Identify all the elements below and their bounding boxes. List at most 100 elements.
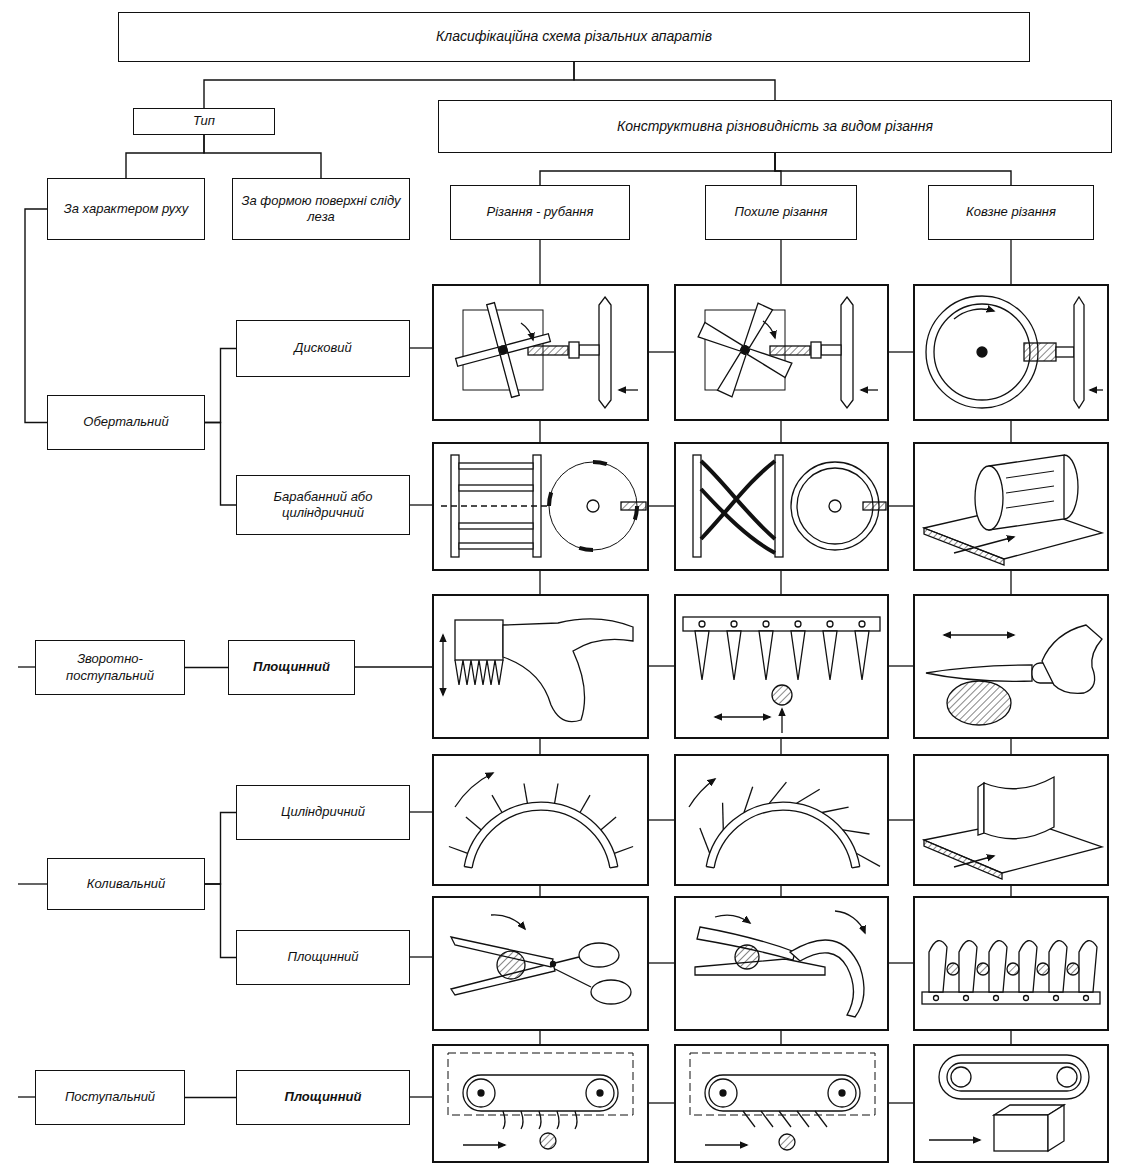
tree-connector [775, 153, 781, 185]
knife-bar-sketch [1007, 963, 1019, 975]
band-saw-sketch [1057, 1067, 1077, 1087]
knife-sketch [1042, 625, 1102, 693]
grid-line [1010, 570, 1011, 595]
knife-bar-sketch [964, 996, 969, 1001]
band-saw-sketch [929, 1139, 980, 1140]
disc-oblique-sketch [741, 346, 749, 354]
chain-chopping-sketch [539, 1111, 541, 1129]
drum-oblique-sketch [863, 502, 886, 510]
grid-line [355, 666, 433, 667]
grid-line [648, 962, 675, 963]
disc-chopping-sketch [528, 346, 568, 355]
scissors-sketch [551, 962, 556, 967]
segment-oblique-sketch [700, 828, 710, 853]
drum-sliding-sketch [1006, 486, 1054, 493]
drum-chopping-sketch [621, 502, 646, 510]
disc-chopping-sketch [619, 389, 638, 390]
disc-chopping-sketch [499, 346, 507, 354]
pruner-sketch [790, 940, 864, 1017]
drum-chopping-sketch [459, 463, 533, 469]
knife-sketch [944, 634, 1014, 635]
grid-line [780, 570, 781, 595]
knife-sketch [926, 665, 1032, 681]
drum-chopping-sketch [459, 543, 533, 549]
drum-oblique-sketch [775, 455, 783, 557]
tree-connector [205, 349, 236, 423]
scissors-sketch [491, 915, 525, 929]
band-saw-sketch [947, 1063, 1081, 1091]
disc-sliding-sketch [1056, 347, 1074, 357]
grid-line [888, 351, 914, 352]
disc-chopping-sketch [444, 291, 562, 409]
scissors-sketch [433, 897, 648, 1030]
chain-chopping-sketch [433, 1045, 648, 1162]
curved-blade-sketch [954, 856, 994, 867]
tree-connector [205, 813, 236, 885]
segment-chopping-sketch [455, 773, 493, 807]
grid-line [539, 570, 540, 595]
node-text: Зворотно- поступальний [43, 651, 177, 684]
grid-line [1010, 420, 1011, 443]
scissors-sketch [591, 980, 631, 1004]
curved-blade-sketch [914, 755, 1108, 885]
grid-line [410, 1096, 433, 1097]
chain-oblique-sketch [705, 1075, 860, 1111]
chain-chopping-sketch [448, 1053, 633, 1115]
node-text: Обертальний [83, 414, 168, 430]
chain-oblique-sketch [675, 1045, 888, 1162]
scissors-sketch [555, 957, 579, 963]
segment-chopping-sketch [464, 867, 472, 868]
clipper-sketch [455, 660, 503, 685]
band-saw-sketch [914, 1045, 1108, 1162]
segment-oblique-sketch [822, 807, 849, 812]
knife-bar-sketch [914, 897, 1108, 1030]
disc-chopping-sketch [433, 285, 648, 420]
shape-box: Дисковий [236, 320, 410, 377]
grid-line [18, 1096, 35, 1097]
disc-oblique-sketch [861, 389, 878, 390]
chain-oblique-sketch [779, 1134, 795, 1150]
disc-sliding-sketch [954, 309, 994, 319]
band-saw-sketch [994, 1115, 1048, 1151]
disc-oblique-sketch [841, 297, 853, 408]
group-heading: Тип [133, 108, 275, 135]
pruner-sketch [835, 911, 865, 933]
drum-sliding-sketch [924, 528, 1004, 565]
shape-box: Площинний [236, 930, 410, 985]
criterion-box: За характером руху [47, 178, 205, 240]
segment-oblique-sketch [856, 853, 880, 866]
cutter-bar-sketch [727, 631, 741, 680]
segment-oblique-sketch [706, 867, 714, 868]
cutter-bar-sketch [699, 621, 705, 627]
grid-line [648, 505, 675, 506]
disc-oblique-sketch [698, 322, 745, 355]
chain-oblique-sketch [720, 1090, 726, 1096]
disc-oblique-sketch [821, 345, 841, 355]
knife-bar-sketch [1037, 963, 1049, 975]
segment-oblique-sketch [769, 782, 786, 803]
disc-chopping-sketch [521, 323, 533, 340]
grid-line [888, 1102, 914, 1103]
disc-oblique-sketch [811, 342, 821, 358]
knife-bar-sketch [1054, 996, 1059, 1001]
chain-chopping-sketch [597, 1090, 603, 1096]
grid-line [888, 819, 914, 820]
knife-bar-sketch [959, 941, 977, 992]
drum-sliding-sketch [1064, 455, 1078, 519]
chain-chopping-sketch [433, 1045, 648, 1162]
knife-sketch [914, 595, 1108, 738]
cutting-kind-box: Ковзне різання [928, 185, 1094, 240]
node-text: Площинний [285, 1089, 362, 1105]
node-text: Різання - рубання [487, 204, 594, 220]
knife-bar-sketch [929, 941, 947, 992]
knife-bar-sketch [934, 996, 939, 1001]
node-text: Барабанний або циліндричний [244, 489, 402, 522]
grid-line [780, 738, 781, 755]
node-text: За формою поверхні сліду леза [240, 193, 402, 226]
segment-oblique-sketch [722, 803, 724, 830]
disc-oblique-sketch [717, 350, 750, 397]
scissors-sketch [555, 969, 591, 987]
